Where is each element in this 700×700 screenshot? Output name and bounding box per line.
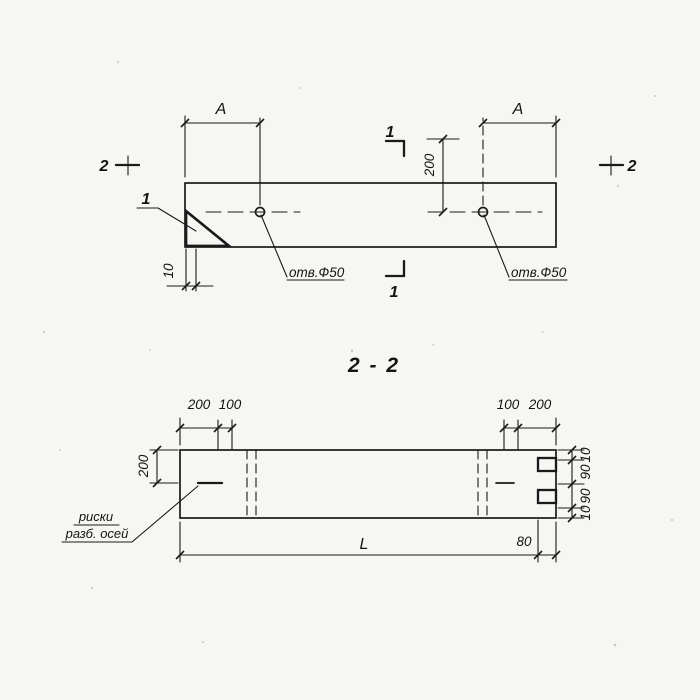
section-mark-1-top: 1 [384, 124, 406, 158]
section-view: 200 100 100 200 200 [61, 397, 593, 563]
section-mark-2-right: 2 [598, 155, 637, 176]
section-view-title: 2 - 2 [347, 354, 400, 377]
beam-outline [184, 182, 557, 248]
dim-label-80: 80 [516, 534, 532, 549]
detail-callout-1: 1 [136, 191, 197, 232]
axes-note: риски разб. осей [61, 485, 199, 543]
notch-lower [536, 488, 558, 505]
dim-label-90-upper: 90 [578, 464, 593, 480]
dim-label-100-topleft: 100 [219, 397, 242, 412]
dim-label-a-left: A [215, 101, 227, 118]
section-mark-1-bottom: 1 [384, 259, 406, 301]
dim-label-length: L [360, 536, 369, 553]
dim-label-90-lower: 90 [578, 488, 593, 504]
dim-label-a-right: A [512, 101, 524, 118]
dim-10-chamfer: 10 [161, 248, 214, 292]
dim-label-200-topright: 200 [528, 397, 552, 412]
dim-topright: 100 200 [497, 397, 561, 450]
chamfer-triangle [184, 208, 233, 248]
dim-label-200-left: 200 [136, 454, 151, 478]
hole-callout-left: отв.Ф50 [260, 214, 345, 281]
dim-200-left: 200 [136, 445, 179, 488]
dim-200-plan: 200 [422, 134, 460, 217]
dim-chain-right: 10 90 90 10 [557, 445, 593, 523]
dim-length: L 80 [175, 519, 561, 563]
section-1-bottom-label: 1 [390, 284, 399, 301]
axes-note-line2: разб. осей [65, 526, 129, 541]
hole-left [254, 206, 266, 218]
dim-a-right: A [478, 101, 561, 206]
section-2-right-label: 2 [627, 158, 637, 175]
hole-label-right: отв.Ф50 [511, 265, 567, 280]
hole-right [477, 206, 489, 218]
dim-label-200-topleft: 200 [187, 397, 211, 412]
dim-topleft: 200 100 [175, 397, 242, 450]
dim-label-10-chamfer: 10 [161, 263, 176, 279]
detail-callout-label: 1 [142, 191, 151, 208]
dim-a-left: A [180, 101, 265, 206]
axes-note-line1: риски [78, 509, 113, 524]
section-outline [179, 449, 557, 519]
hole-callout-right: отв.Ф50 [483, 214, 568, 281]
section-mark-2-left: 2 [99, 155, 141, 176]
dim-label-10-bottom: 10 [578, 505, 593, 521]
notch-upper [536, 456, 558, 473]
dim-label-200-plan: 200 [422, 153, 437, 177]
plan-view: A A 200 10 [99, 101, 637, 301]
section-2-left-label: 2 [99, 158, 109, 175]
section-1-top-label: 1 [386, 124, 395, 141]
dim-label-100-topright: 100 [497, 397, 520, 412]
scan-noise [42, 61, 673, 647]
hole-label-left: отв.Ф50 [289, 265, 345, 280]
dim-label-10-top: 10 [578, 447, 593, 463]
